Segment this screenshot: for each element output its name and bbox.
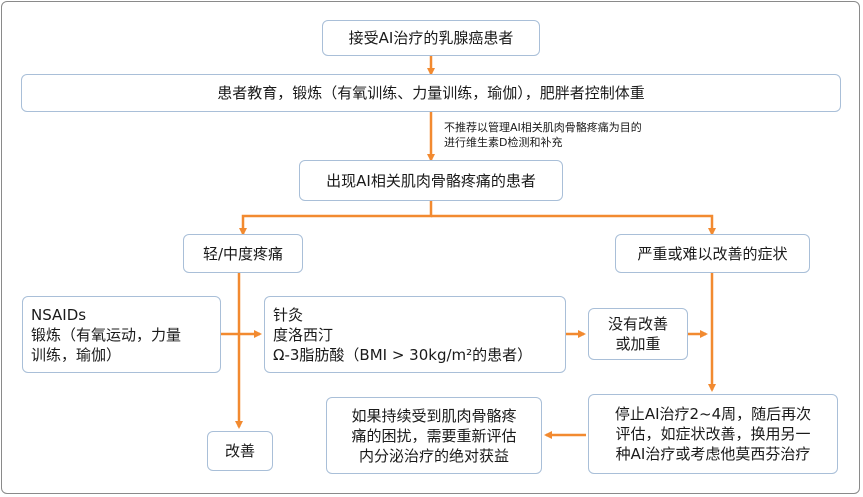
node-no-improve: 没有改善 或加重	[588, 308, 688, 360]
node-severe: 严重或难以改善的症状	[615, 234, 810, 273]
node-mild: 轻/中度疼痛	[183, 234, 303, 273]
node-pain: 出现AI相关肌肉骨骼疼痛的患者	[299, 160, 563, 201]
node-education: 患者教育，锻炼（有氧训练、力量训练，瑜伽），肥胖者控制体重	[21, 74, 841, 112]
node-improve: 改善	[207, 431, 273, 471]
node-stop-ai: 停止AI治疗2~4周，随后再次 评估，如症状改善，换用另一 种AI治疗或考虑他莫…	[588, 394, 838, 474]
node-reassess: 如果持续受到肌肉骨骼疼 痛的困扰，需要重新评估 内分泌治疗的绝对获益	[326, 397, 542, 474]
branch-pain-to-mild	[239, 201, 433, 236]
node-start: 接受AI治疗的乳腺癌患者	[322, 20, 540, 56]
branch-pain-to-severe	[431, 214, 716, 236]
note-vitamin-d: 不推荐以管理AI相关肌肉骨骼疼痛为目的 进行维生素D检测和补充	[444, 121, 642, 149]
node-nsaids: NSAIDs 锻炼（有氧运动，力量 训练，瑜伽）	[22, 296, 221, 373]
node-acupuncture: 针灸 度洛西汀 Ω-3脂肪酸（BMI > 30kg/m²的患者）	[264, 296, 566, 373]
